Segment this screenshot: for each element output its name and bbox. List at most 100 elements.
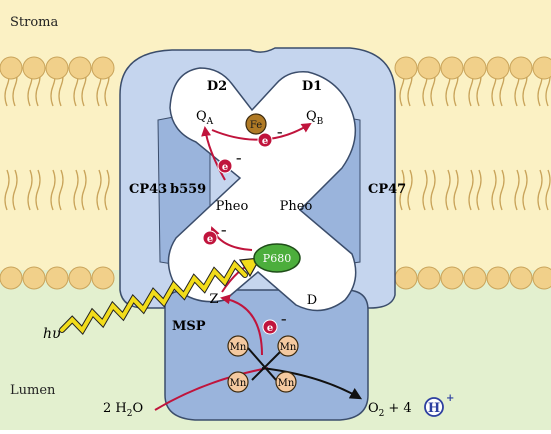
- electron-badge-qb: e –: [257, 126, 283, 148]
- lipid-head: [394, 56, 418, 80]
- lipid-head: [22, 56, 46, 80]
- d1-label: D1: [302, 79, 322, 94]
- lipid-head: [45, 56, 69, 80]
- lipid-tail: [407, 169, 413, 211]
- lipid-tail: [27, 169, 33, 211]
- lipid-tail: [4, 169, 10, 211]
- fe-label: Fe: [250, 120, 262, 131]
- svg-text:O2+ 4: O2+ 4: [368, 401, 412, 419]
- lipid-head: [91, 56, 115, 80]
- mn-ion: Mn: [227, 371, 249, 393]
- light-wave-fill: [60, 261, 247, 334]
- mn-ion: Mn: [277, 335, 299, 357]
- lipid-head: [440, 56, 464, 80]
- lipid-head: [22, 266, 46, 290]
- lipid-head: [509, 56, 533, 80]
- mn-label: Mn: [278, 378, 295, 389]
- lipid-tail: [545, 169, 551, 211]
- d-label: D: [307, 293, 317, 308]
- arrow-pheo-to-qa: [201, 126, 226, 181]
- lipid-head: [0, 266, 23, 290]
- lipid-tail: [81, 169, 87, 211]
- arrow-mn-to-z: [220, 294, 263, 356]
- lipid-head: [440, 266, 464, 290]
- lipid-head: [417, 266, 441, 290]
- lipid-head: [509, 266, 533, 290]
- d2-label: D2: [207, 79, 227, 94]
- fe-cofactor: Fe: [245, 113, 267, 135]
- electron-symbol: e: [267, 323, 273, 334]
- lipid-head: [91, 266, 115, 290]
- lipid-head: [532, 56, 551, 80]
- lipid-tail: [430, 169, 436, 211]
- lipid-tail: [104, 169, 110, 211]
- lipid-tail: [73, 169, 79, 211]
- arrow-p680-to-pheo: [210, 226, 253, 251]
- water-label: 2 H2O: [103, 401, 143, 419]
- electron-charge: –: [277, 126, 283, 139]
- lipid-tail: [422, 169, 428, 211]
- lipid-tail: [522, 169, 528, 211]
- cp47-label: CP47: [368, 182, 406, 197]
- lipid-tail: [399, 169, 405, 211]
- lipid-tail: [499, 169, 505, 211]
- mn-cluster: Mn Mn Mn Mn: [227, 335, 299, 393]
- mn-label: Mn: [230, 342, 247, 353]
- arrow-products-out: [261, 367, 363, 400]
- products-label: O2+ 4 H +: [368, 393, 454, 419]
- proton-symbol: H: [428, 401, 440, 416]
- mn-ion: Mn: [227, 335, 249, 357]
- lipid-tail: [58, 169, 64, 211]
- arrow-water-in: [154, 367, 269, 411]
- lipid-tail: [491, 169, 497, 211]
- lipid-head: [68, 266, 92, 290]
- lipid-tail: [453, 169, 459, 211]
- lipid-tail: [50, 169, 56, 211]
- mn-label: Mn: [230, 378, 247, 389]
- z-label: Z: [209, 292, 218, 307]
- lipid-tail: [537, 169, 543, 211]
- lipid-tail: [445, 169, 451, 211]
- lipid-head: [463, 266, 487, 290]
- lipid-head: [532, 266, 551, 290]
- electron-symbol: e: [262, 136, 268, 147]
- lumen-label: Lumen: [10, 383, 56, 398]
- electron-charge: –: [221, 224, 227, 237]
- mn-label: Mn: [280, 342, 297, 353]
- proton-circle: [424, 397, 444, 417]
- lipid-head: [486, 56, 510, 80]
- qa-label: QA: [196, 109, 214, 127]
- protein-complex: [119, 47, 396, 421]
- stroma-label: Stroma: [10, 15, 58, 30]
- lipid-tail: [468, 169, 474, 211]
- lipid-bilayer: [0, 56, 551, 290]
- mn-ion: Mn: [275, 371, 297, 393]
- lipid-head: [394, 266, 418, 290]
- electron-badge-pheo: e –: [217, 152, 242, 174]
- b559-label: b559: [170, 182, 206, 197]
- lipid-head: [463, 56, 487, 80]
- electron-charge: –: [281, 313, 287, 326]
- light-label: hυ: [43, 326, 61, 342]
- lipid-tail: [476, 169, 482, 211]
- proton-charge: +: [446, 393, 454, 404]
- msp-label: MSP: [172, 319, 206, 334]
- lipid-head: [68, 56, 92, 80]
- lipid-head: [486, 266, 510, 290]
- qb-label: QB: [306, 109, 324, 127]
- lipid-head: [417, 56, 441, 80]
- lipid-head: [45, 266, 69, 290]
- pheo-right-label: Pheo: [280, 199, 313, 214]
- p680-pigment: P680: [253, 243, 301, 273]
- msp-subunit: [164, 289, 369, 421]
- electron-badge-p680: e –: [202, 224, 227, 246]
- p680-label: P680: [263, 252, 291, 265]
- lipid-tail: [514, 169, 520, 211]
- electron-symbol: e: [222, 162, 228, 173]
- electron-charge: –: [236, 152, 242, 165]
- electron-symbol: e: [207, 234, 213, 245]
- pheo-left-label: Pheo: [216, 199, 249, 214]
- lipid-tail: [96, 169, 102, 211]
